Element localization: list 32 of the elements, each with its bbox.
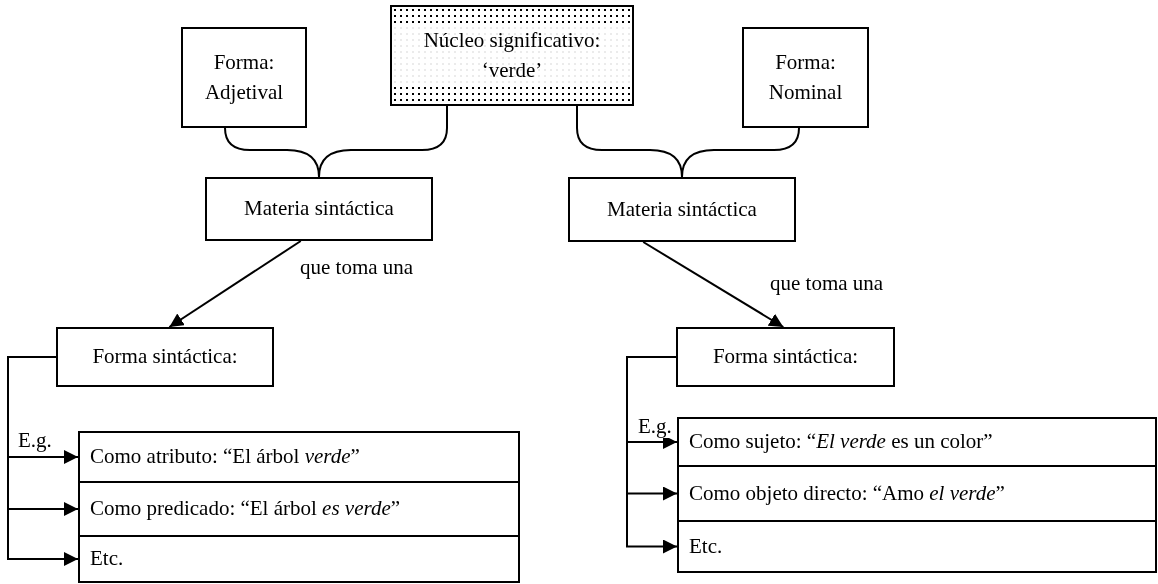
box-label: Materia sintáctica [244,195,394,223]
text-box [205,177,433,241]
box-label: Materia sintáctica [607,195,757,223]
box-label: Forma sintáctica: [712,343,859,371]
box-label: Como sujeto: “El verde es un color” [689,428,993,456]
example-box [78,535,520,583]
brace-connector [681,127,800,178]
box-label: Como predicado: “El árbol es verde” [90,495,401,523]
box-label: Etc. [689,532,723,560]
arrow [7,356,79,566]
text-box [742,27,869,128]
example-box [78,431,520,483]
text-box [676,327,895,387]
text-box [568,177,796,242]
arrow [626,356,678,554]
brace-connector [318,105,448,178]
box-label: Etc. [90,545,124,573]
box-label: Forma sintáctica: [92,343,238,371]
arrow [168,240,302,328]
box-label: Como objeto directo: “Amo el verde” [689,479,1005,507]
arrow [642,241,785,328]
box-label: Forma: Nominal [767,49,844,106]
box-label: Forma: Adjetival [203,49,285,106]
box-label: Como atributo: “El árbol verde” [90,443,360,471]
text-box [181,27,307,128]
example-box [677,417,1157,467]
text-box [56,327,274,387]
example-box [677,520,1157,573]
example-box [78,481,520,537]
example-box [677,465,1157,522]
shaded-box [390,5,634,106]
box-label: Núcleo significativo: ‘verde’ [392,26,632,85]
